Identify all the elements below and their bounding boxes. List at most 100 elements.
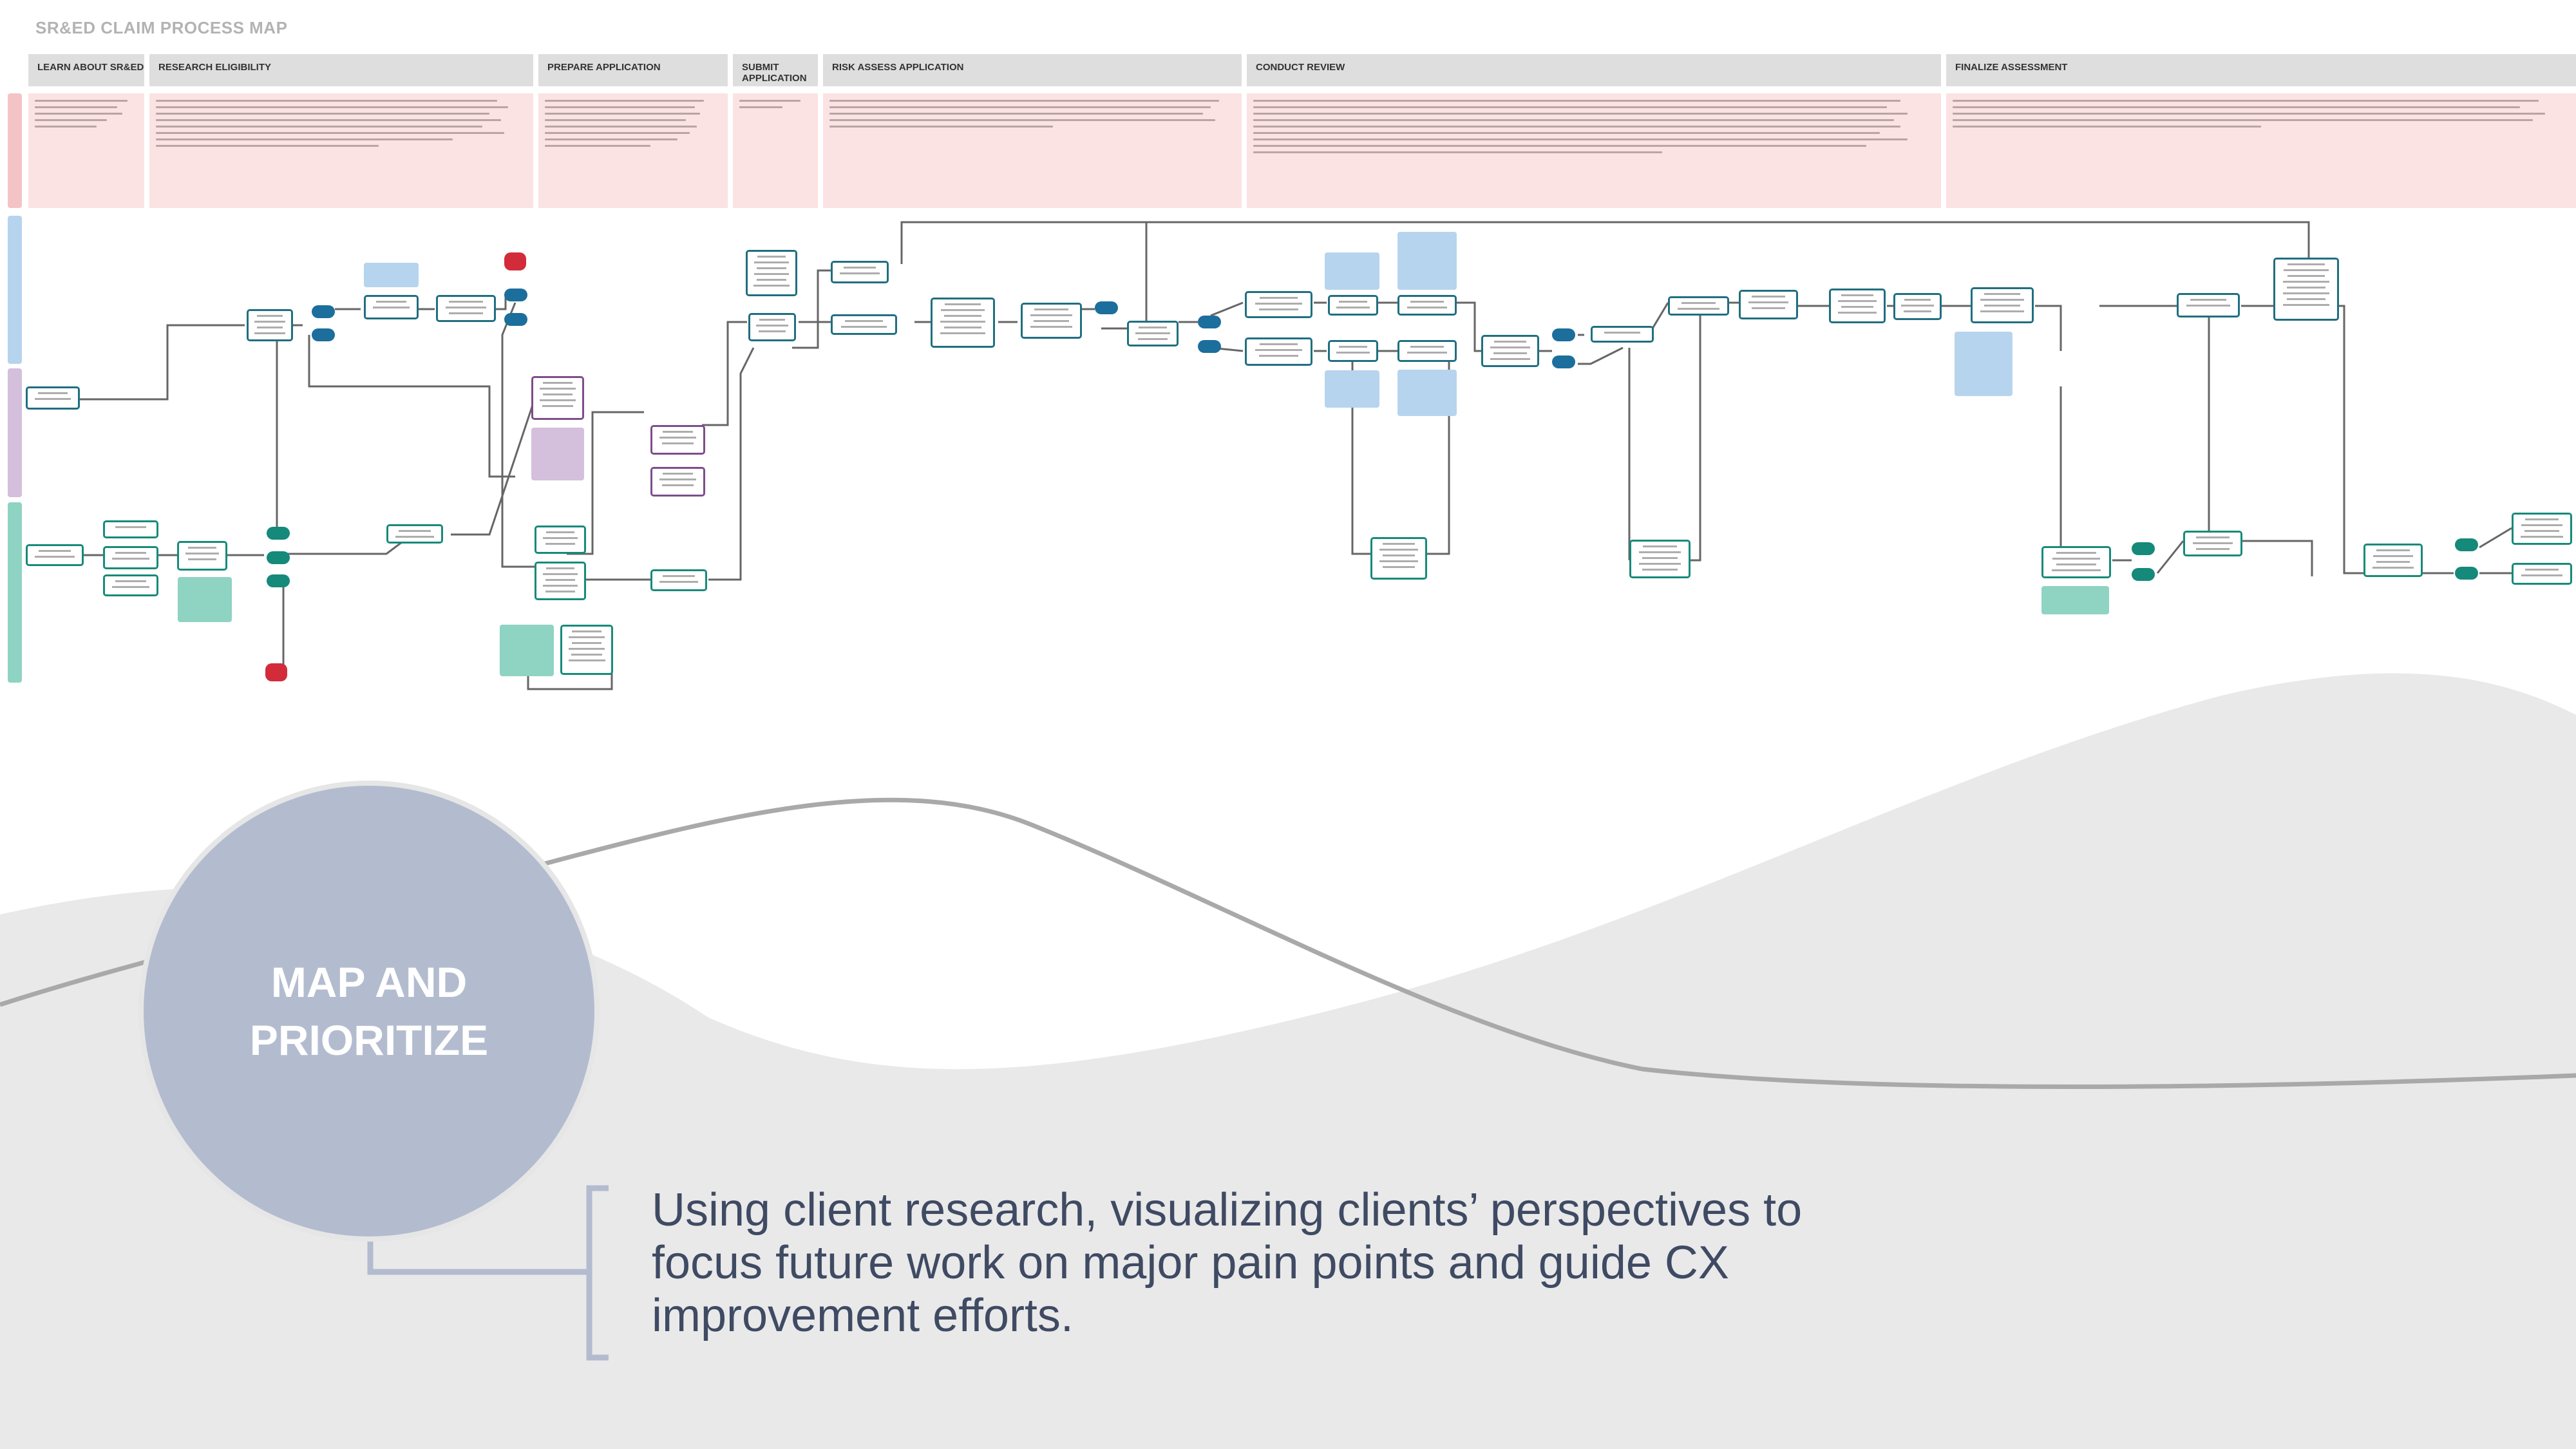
text-line	[940, 321, 985, 323]
text-line	[1493, 341, 1527, 343]
text-line	[542, 585, 578, 587]
text-line	[543, 382, 573, 384]
text-line	[1255, 303, 1302, 305]
text-line	[188, 558, 216, 560]
text-line	[2283, 269, 2329, 271]
text-line	[753, 261, 789, 263]
text-line	[659, 581, 698, 583]
text-line	[540, 388, 576, 390]
process-step	[1328, 295, 1378, 316]
process-step	[746, 250, 797, 296]
text-line	[545, 543, 575, 545]
process-step	[26, 386, 80, 410]
text-line	[2521, 574, 2563, 576]
process-step	[831, 314, 897, 335]
preparer-note	[531, 428, 584, 480]
process-step	[2512, 513, 2572, 545]
text-line	[1838, 300, 1877, 302]
text-line	[1841, 306, 1873, 308]
text-line	[1034, 308, 1069, 310]
text-line	[542, 393, 573, 395]
text-line	[944, 303, 981, 305]
text-line	[542, 405, 573, 407]
section-label: MAP AND PRIORITIZE	[249, 958, 489, 1064]
text-line	[115, 580, 146, 582]
text-line	[115, 526, 146, 528]
text-line	[1410, 346, 1444, 348]
claimant-note	[2041, 586, 2109, 614]
text-line	[254, 321, 286, 323]
process-step	[1591, 326, 1654, 343]
text-line	[1259, 308, 1298, 310]
text-line	[1382, 554, 1415, 556]
decision-marker	[1198, 340, 1221, 353]
process-step	[1127, 321, 1179, 346]
text-line	[1642, 545, 1678, 547]
process-step	[26, 544, 84, 566]
text-line	[2521, 536, 2563, 538]
process-step	[1739, 290, 1798, 319]
text-line	[1034, 320, 1069, 322]
text-line	[2286, 298, 2326, 300]
process-step	[1481, 335, 1539, 367]
text-line	[545, 591, 575, 592]
text-line	[2192, 542, 2233, 544]
text-line	[2287, 263, 2325, 265]
text-line	[1490, 358, 1531, 360]
text-line	[1406, 352, 1448, 354]
process-step	[531, 376, 584, 420]
cra-lane-tab	[8, 216, 22, 364]
text-line	[2283, 281, 2329, 283]
map-title: SR&ED CLAIM PROCESS MAP	[35, 18, 288, 37]
cra-note	[1325, 252, 1379, 290]
text-line	[545, 531, 575, 533]
text-line	[569, 636, 605, 638]
pain-points-submit	[733, 93, 818, 208]
text-line	[571, 654, 602, 656]
text-line	[2376, 561, 2410, 563]
claimant-note	[500, 625, 554, 676]
text-line	[35, 556, 75, 558]
process-step	[1668, 296, 1729, 316]
process-step	[535, 526, 586, 554]
text-line	[2190, 299, 2226, 301]
decision-marker	[2132, 568, 2155, 581]
text-line	[944, 315, 981, 317]
text-line	[111, 558, 150, 560]
cra-note	[364, 263, 419, 287]
phase-finalize-assessment: FINALIZE ASSESSMENT	[1946, 54, 2576, 86]
text-line	[1379, 549, 1418, 551]
claimant-note	[178, 577, 232, 622]
text-line	[1382, 566, 1416, 568]
text-line	[845, 320, 883, 322]
text-line	[1901, 305, 1934, 307]
section-circle: MAP AND PRIORITIZE	[138, 781, 600, 1242]
process-step	[177, 541, 227, 571]
text-line	[1138, 338, 1168, 340]
process-step	[1829, 289, 1886, 323]
process-step	[1397, 340, 1457, 362]
decision-marker	[267, 574, 290, 587]
cra-note	[1325, 370, 1379, 408]
decision-marker	[504, 289, 527, 301]
pain-points-lane-tab	[8, 93, 22, 208]
text-line	[663, 575, 695, 577]
text-line	[542, 573, 578, 575]
pain-points-risk	[823, 93, 1242, 208]
decision-marker	[504, 313, 527, 326]
text-line	[1980, 299, 2024, 301]
text-line	[1984, 305, 2021, 307]
text-line	[759, 330, 786, 332]
text-line	[2282, 304, 2330, 306]
decision-marker	[2455, 538, 2478, 551]
process-step	[1328, 340, 1378, 362]
text-line	[571, 642, 602, 644]
text-line	[843, 267, 876, 269]
process-step	[1021, 303, 1082, 339]
claimant-lane-tab	[8, 502, 22, 683]
text-line	[940, 332, 986, 334]
text-line	[662, 473, 694, 475]
description-text: Using client research, visualizing clien…	[652, 1184, 1803, 1341]
text-line	[254, 332, 286, 334]
text-line	[2052, 558, 2101, 560]
